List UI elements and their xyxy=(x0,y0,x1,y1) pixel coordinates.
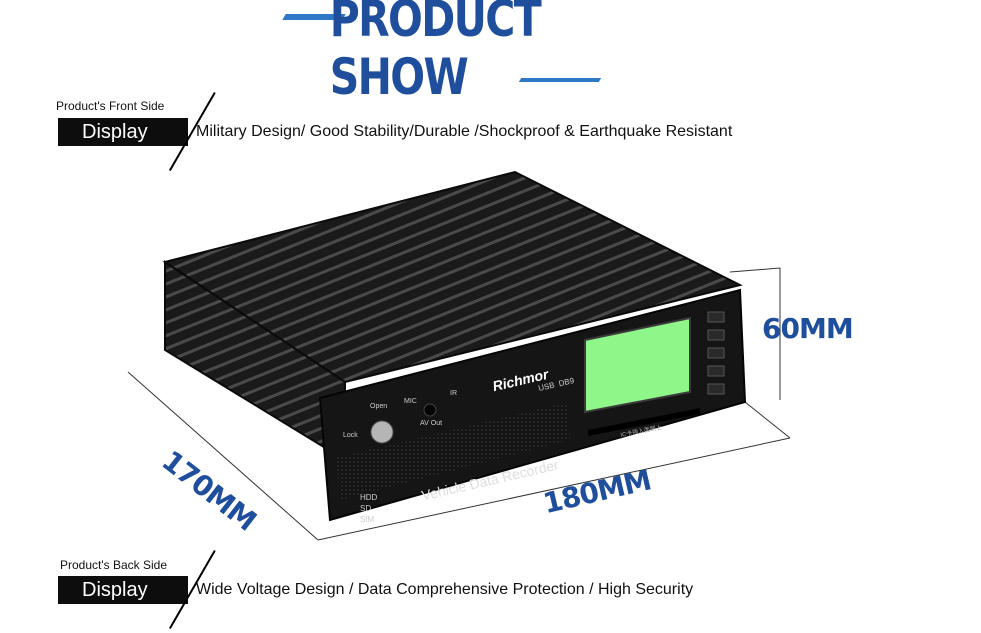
back-description: Wide Voltage Design / Data Comprehensive… xyxy=(196,581,694,598)
dimension-height: 60MM xyxy=(762,312,854,345)
status-labels: HDD SD SIM xyxy=(360,492,377,525)
back-side-label: Product's Back Side xyxy=(60,558,168,572)
front-display-label: Display xyxy=(58,118,188,146)
mic-label: MIC xyxy=(404,398,417,405)
page-title: PRODUCT SHOW xyxy=(329,0,542,106)
ir-label: IR xyxy=(450,390,457,397)
lock-label: Lock xyxy=(343,432,358,439)
lcd-screen xyxy=(584,316,691,414)
back-display-label: Display xyxy=(58,576,188,604)
front-side-label: Product's Front Side xyxy=(56,99,165,113)
lock-key-icon xyxy=(370,420,394,444)
dimension-lines xyxy=(127,267,791,541)
side-buttons xyxy=(707,311,725,395)
av-out-port xyxy=(423,403,437,417)
open-label: Open xyxy=(370,403,388,410)
device-grill xyxy=(336,402,570,500)
card-slot xyxy=(588,408,700,436)
status-sd: SD xyxy=(360,504,372,513)
av-out-label: AV Out xyxy=(420,420,443,427)
status-hdd: HDD xyxy=(360,493,378,502)
front-description: Military Design/ Good Stability/Durable … xyxy=(196,123,733,140)
status-sim: SIM xyxy=(360,515,375,524)
